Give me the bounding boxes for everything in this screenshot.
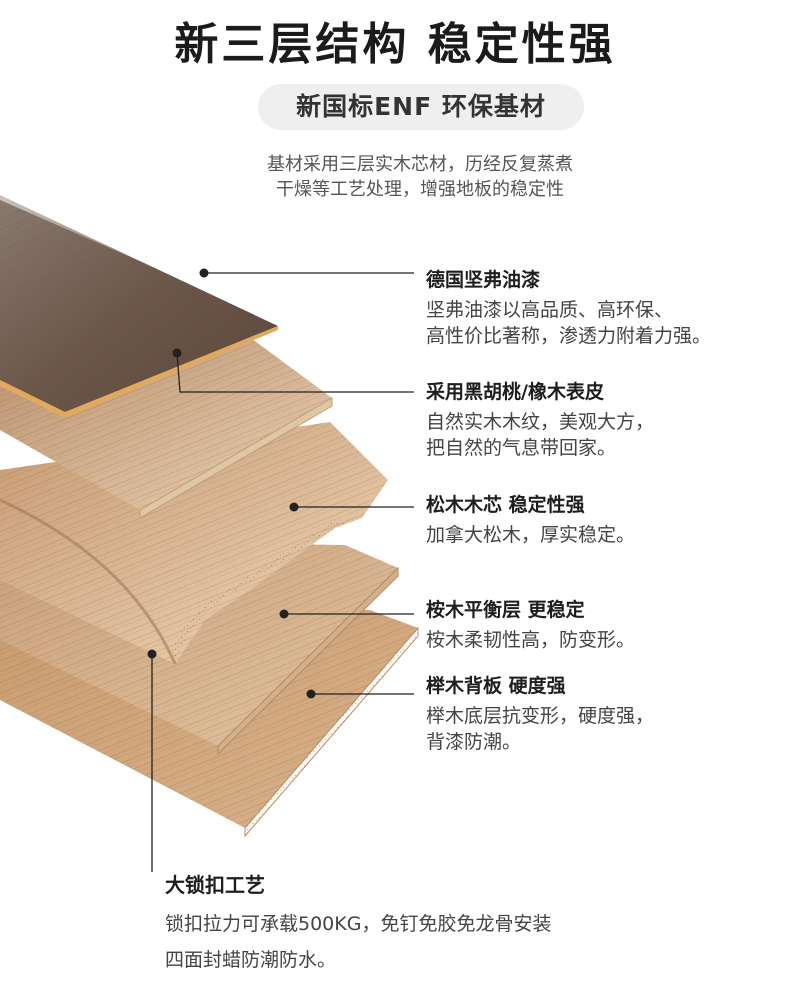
feature-desc-line: 榉木底层抗变形，硬度强， [426,705,655,727]
intro-line-1: 基材采用三层实木芯材，历经反复蒸煮 [267,154,573,175]
feature-desc-line: 背漆防潮。 [426,731,522,753]
feature-desc-line: 坚弗油漆以高品质、高环保、 [426,299,674,321]
marker-dot-beech [306,689,316,699]
feature-title: 榉木背板 硬度强 [426,675,566,697]
feature-desc: 坚弗油漆以高品质、高环保、 高性价比著称，渗透力附着力强。 [426,297,786,349]
feature-title: 松木木芯 稳定性强 [426,494,585,516]
feature-desc: 加拿大松木，厚实稳定。 [426,522,786,548]
feature-desc: 桉木柔韧性高，防变形。 [426,627,786,653]
marker-dot-veneer [172,348,182,358]
feature-eucalyptus: 桉木平衡层 更稳定 桉木柔韧性高，防变形。 [426,598,786,653]
feature-veneer: 采用黑胡桃/橡木表皮 自然实木木纹，美观大方， 把自然的气息带回家。 [426,380,786,461]
marker-dot-pine [289,502,299,512]
enf-badge: 新国标ENF 环保基材 [258,84,584,130]
feature-desc-line: 高性价比著称，渗透力附着力强。 [426,325,712,347]
feature-beech: 榉木背板 硬度强 榉木底层抗变形，硬度强， 背漆防潮。 [426,674,786,755]
marker-dot-lock [147,649,157,659]
feature-lock: 大锁扣工艺 锁扣拉力可承载500KG，免钉免胶免龙骨安装 四面封蜡防潮防水。 [165,872,725,978]
feature-desc-line: 自然实木木纹，美观大方， [426,411,655,433]
feature-title: 桉木平衡层 更稳定 [426,599,585,621]
lock-title: 大锁扣工艺 [165,873,265,897]
feature-pine-core: 松木木芯 稳定性强 加拿大松木，厚实稳定。 [426,493,786,548]
lock-desc-line: 锁扣拉力可承载500KG，免钉免胶免龙骨安装 [165,913,552,935]
intro-line-2: 干燥等工艺处理，增强地板的稳定性 [276,179,564,200]
marker-dot-paint [199,268,209,278]
marker-dot-eucalyptus [279,609,289,619]
leader-line-veneer [176,352,414,393]
lock-desc-line: 四面封蜡防潮防水。 [165,949,337,971]
feature-desc-line: 桉木柔韧性高，防变形。 [426,629,636,651]
feature-paint: 德国坚弗油漆 坚弗油漆以高品质、高环保、 高性价比著称，渗透力附着力强。 [426,268,786,349]
feature-desc: 自然实木木纹，美观大方， 把自然的气息带回家。 [426,409,786,461]
lock-desc: 锁扣拉力可承载500KG，免钉免胶免龙骨安装 四面封蜡防潮防水。 [165,906,725,978]
feature-desc: 榉木底层抗变形，硬度强， 背漆防潮。 [426,703,786,755]
feature-title: 德国坚弗油漆 [426,269,541,291]
walnut-surface-layer [0,165,278,418]
page-title: 新三层结构 稳定性强 [174,19,616,70]
leader-lines [151,272,414,872]
feature-title: 采用黑胡桃/橡木表皮 [426,381,604,403]
intro-text: 基材采用三层实木芯材，历经反复蒸煮 干燥等工艺处理，增强地板的稳定性 [150,152,690,202]
feature-desc-line: 把自然的气息带回家。 [426,437,617,459]
feature-desc-line: 加拿大松木，厚实稳定。 [426,524,636,546]
